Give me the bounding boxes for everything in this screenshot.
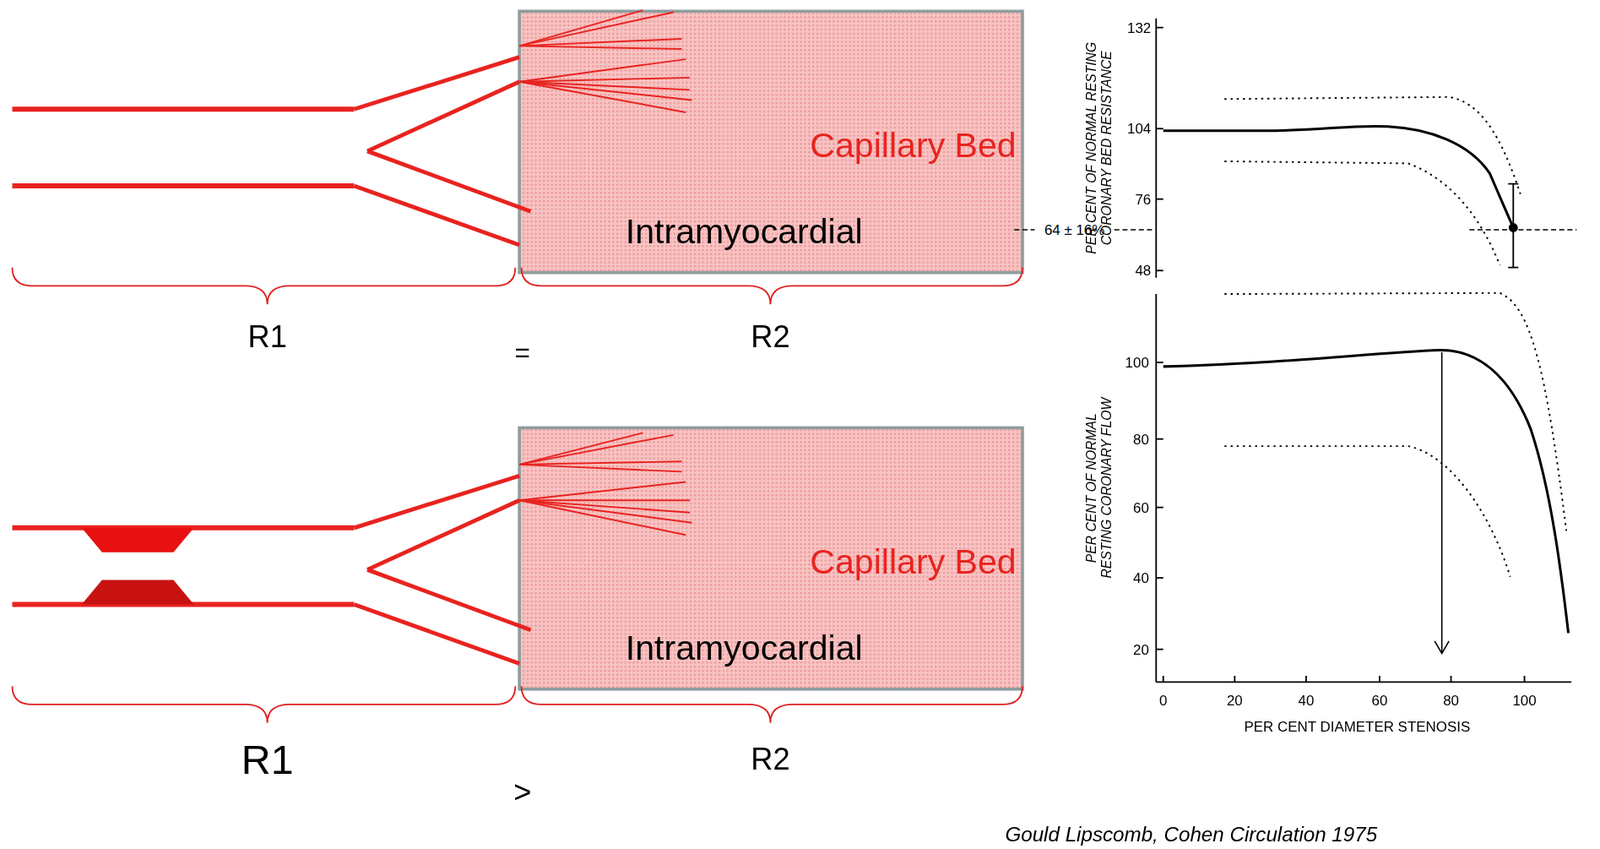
tick-label: 0 — [1159, 691, 1167, 708]
tick-label: 132 — [1127, 19, 1151, 36]
resistance-label: R1 — [241, 735, 294, 783]
arteriole — [519, 498, 690, 501]
stenosed-vessel — [12, 427, 1023, 722]
axis-title: PER CENT OF NORMAL RESTING CORONARY BED … — [1084, 22, 1116, 273]
arteriole — [519, 464, 682, 472]
arteriole — [519, 81, 686, 113]
tick-label: 100 — [1512, 691, 1536, 708]
resistance-label: R2 — [750, 319, 790, 355]
flow-chart — [1155, 292, 1572, 682]
arteriole — [519, 499, 692, 523]
citation: Gould Lipscomb, Cohen Circulation 1975 — [1004, 822, 1378, 847]
arteriole — [519, 45, 682, 49]
tick-label: 80 — [1133, 430, 1150, 447]
tick-label: 76 — [1134, 190, 1151, 207]
tick-label: 80 — [1442, 691, 1459, 708]
tick-label: 40 — [1133, 569, 1150, 586]
arteriole — [519, 432, 643, 464]
arteriole — [519, 434, 673, 465]
arteriole — [519, 481, 686, 500]
tick-label: 20 — [1133, 640, 1150, 657]
tick-label: 60 — [1133, 498, 1150, 516]
tick-label: 20 — [1226, 691, 1243, 708]
tick-label: 100 — [1125, 353, 1150, 370]
tick-label: 60 — [1372, 691, 1389, 708]
arteriole — [519, 499, 686, 535]
capillary-bed-box: Capillary BedIntramyocardial — [519, 10, 1023, 272]
normal-vessel — [12, 10, 1023, 304]
region-label: Intramyocardial — [625, 211, 863, 251]
resistance-label: R1 — [247, 319, 287, 355]
resistance-label: R2 — [750, 741, 790, 777]
relation-sign: = — [515, 337, 531, 369]
region-title: Capillary Bed — [809, 542, 1016, 582]
tick-label: 40 — [1298, 691, 1315, 708]
arteriole — [519, 77, 690, 82]
tick-label: 104 — [1127, 120, 1151, 137]
arteriole — [519, 38, 682, 46]
resistance-chart — [1014, 18, 1577, 278]
axis-title: PER CENT OF NORMAL RESTING CORONARY FLOW — [1084, 390, 1116, 586]
capillary-bed-box: Capillary BedIntramyocardial — [519, 427, 1023, 689]
region-label: Intramyocardial — [625, 627, 863, 668]
tick-label: 48 — [1134, 262, 1151, 279]
axis-title: PER CENT DIAMETER STENOSIS — [1244, 718, 1471, 735]
relation-sign: > — [513, 774, 532, 810]
region-title: Capillary Bed — [809, 125, 1016, 166]
arteriole — [519, 461, 682, 465]
